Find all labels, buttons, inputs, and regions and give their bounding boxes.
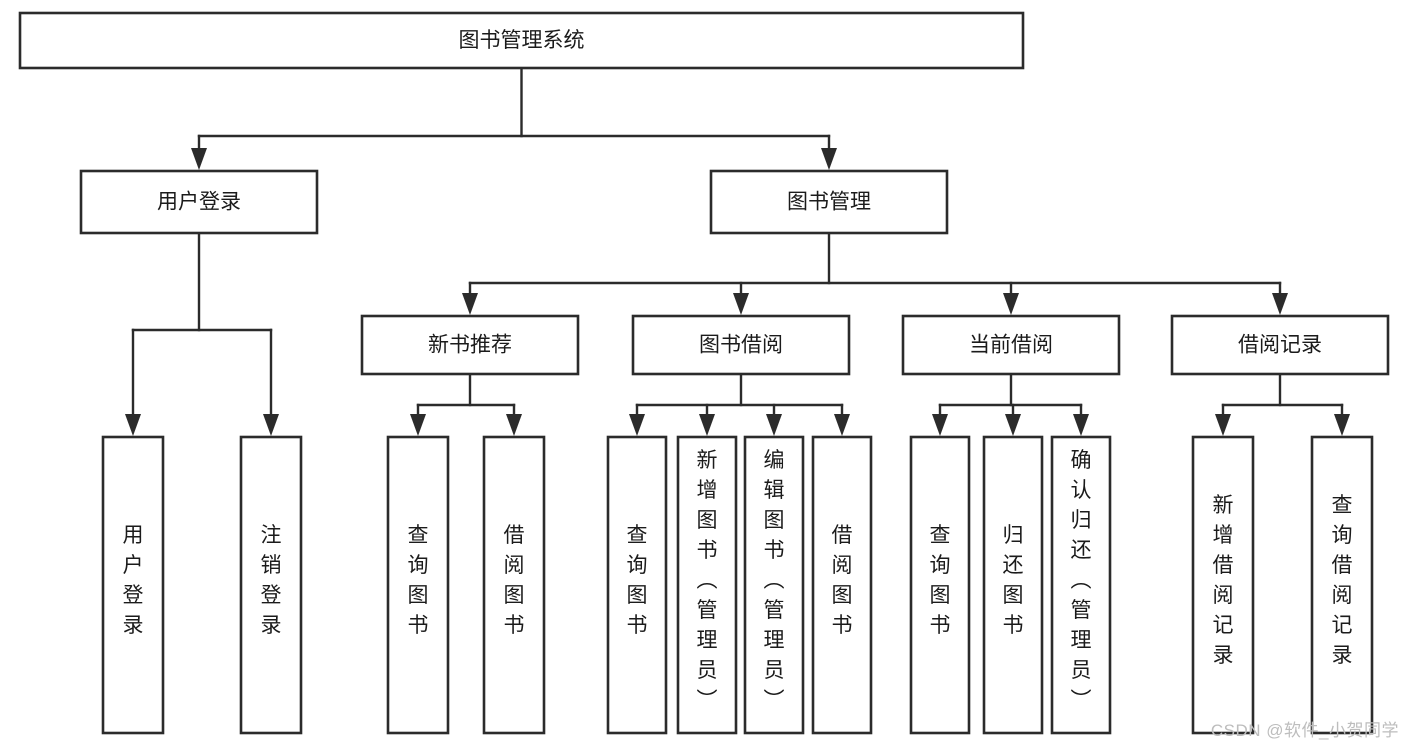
arrow-head-icon [834,414,850,436]
connector-group-n_user_login [125,231,279,436]
node-l_user_logout[interactable]: 注销登录 [239,435,303,735]
node-label: 新增借阅记录 [1213,494,1234,667]
arrow-head-icon [733,293,749,315]
node-box [1170,314,1390,376]
arrow-head-icon [263,414,279,436]
arrow-head-icon [1215,414,1231,436]
node-box [811,435,873,735]
arrow-head-icon [1334,414,1350,436]
node-label: 注销登录 [261,524,282,637]
arrow-head-icon [821,148,837,170]
node-box [18,11,1025,70]
node-l_q3[interactable]: 查询图书 [909,435,971,735]
node-n_records[interactable]: 借阅记录 [1170,314,1390,376]
connector-group-n_current [932,372,1089,436]
node-label: 借阅图书 [832,524,853,637]
node-box [909,435,971,735]
node-n_current[interactable]: 当前借阅 [901,314,1121,376]
node-label: 查询图书 [627,524,648,637]
arrow-head-icon [1005,414,1021,436]
connector-group-n_borrow [629,372,850,436]
node-label: 查询图书 [408,524,429,637]
node-box [1050,435,1112,735]
node-box [606,435,668,735]
node-label: 查询借阅记录 [1332,494,1353,667]
node-box [676,435,738,735]
node-box [79,169,319,235]
node-label: 用户登录 [123,524,144,637]
node-box [709,169,949,235]
arrow-head-icon [125,414,141,436]
node-label: 用户登录 [157,191,241,214]
node-l_edit_book[interactable]: 编辑图书︵管理员︶ [743,435,805,735]
node-label: 图书借阅 [699,334,783,357]
node-n_user_login[interactable]: 用户登录 [79,169,319,235]
node-box [1191,435,1255,735]
node-box [743,435,805,735]
node-label: 当前借阅 [969,334,1053,357]
connector-group-root [191,66,837,170]
node-label: 图书管理系统 [459,29,585,52]
node-label: 归还图书 [1003,524,1024,637]
arrow-head-icon [699,414,715,436]
node-n_borrow[interactable]: 图书借阅 [631,314,851,376]
arrow-head-icon [410,414,426,436]
node-layer: 图书管理系统用户登录图书管理新书推荐图书借阅当前借阅借阅记录用户登录注销登录查询… [18,11,1390,735]
node-root[interactable]: 图书管理系统 [18,11,1025,70]
arrow-head-icon [1003,293,1019,315]
node-label: 查询图书 [930,524,951,637]
connector-group-n_new_rec [410,372,522,436]
node-label: 新增图书︵管理员︶ [697,449,718,712]
connector-layer [125,66,1350,436]
node-label: 图书管理 [787,191,871,214]
node-l_q_rec[interactable]: 查询借阅记录 [1310,435,1374,735]
node-l_add_rec[interactable]: 新增借阅记录 [1191,435,1255,735]
node-box [360,314,580,376]
node-box [482,435,546,735]
watermark-text: CSDN @软件_小贺同学 [1210,721,1399,740]
arrow-head-icon [766,414,782,436]
node-l_confirm[interactable]: 确认归还︵管理员︶ [1050,435,1112,735]
arrow-head-icon [932,414,948,436]
node-l_user_login[interactable]: 用户登录 [101,435,165,735]
node-l_q1[interactable]: 查询图书 [386,435,450,735]
node-box [101,435,165,735]
node-l_q2[interactable]: 查询图书 [606,435,668,735]
node-label: 编辑图书︵管理员︶ [764,449,785,712]
connector-group-n_book_mgmt [462,231,1288,315]
node-box [1310,435,1374,735]
node-label: 新书推荐 [428,334,512,357]
node-box [982,435,1044,735]
node-box [386,435,450,735]
arrow-head-icon [1073,414,1089,436]
node-label: 借阅记录 [1238,334,1322,357]
arrow-head-icon [462,293,478,315]
node-box [901,314,1121,376]
arrow-head-icon [191,148,207,170]
node-l_b1[interactable]: 借阅图书 [482,435,546,735]
node-l_return[interactable]: 归还图书 [982,435,1044,735]
node-l_add_book[interactable]: 新增图书︵管理员︶ [676,435,738,735]
node-box [631,314,851,376]
node-box [239,435,303,735]
node-n_book_mgmt[interactable]: 图书管理 [709,169,949,235]
arrow-head-icon [506,414,522,436]
node-label: 确认归还︵管理员︶ [1071,449,1092,712]
node-l_b2[interactable]: 借阅图书 [811,435,873,735]
node-label: 借阅图书 [504,524,525,637]
arrow-head-icon [1272,293,1288,315]
arrow-head-icon [629,414,645,436]
connector-group-n_records [1215,372,1350,436]
node-n_new_rec[interactable]: 新书推荐 [360,314,580,376]
